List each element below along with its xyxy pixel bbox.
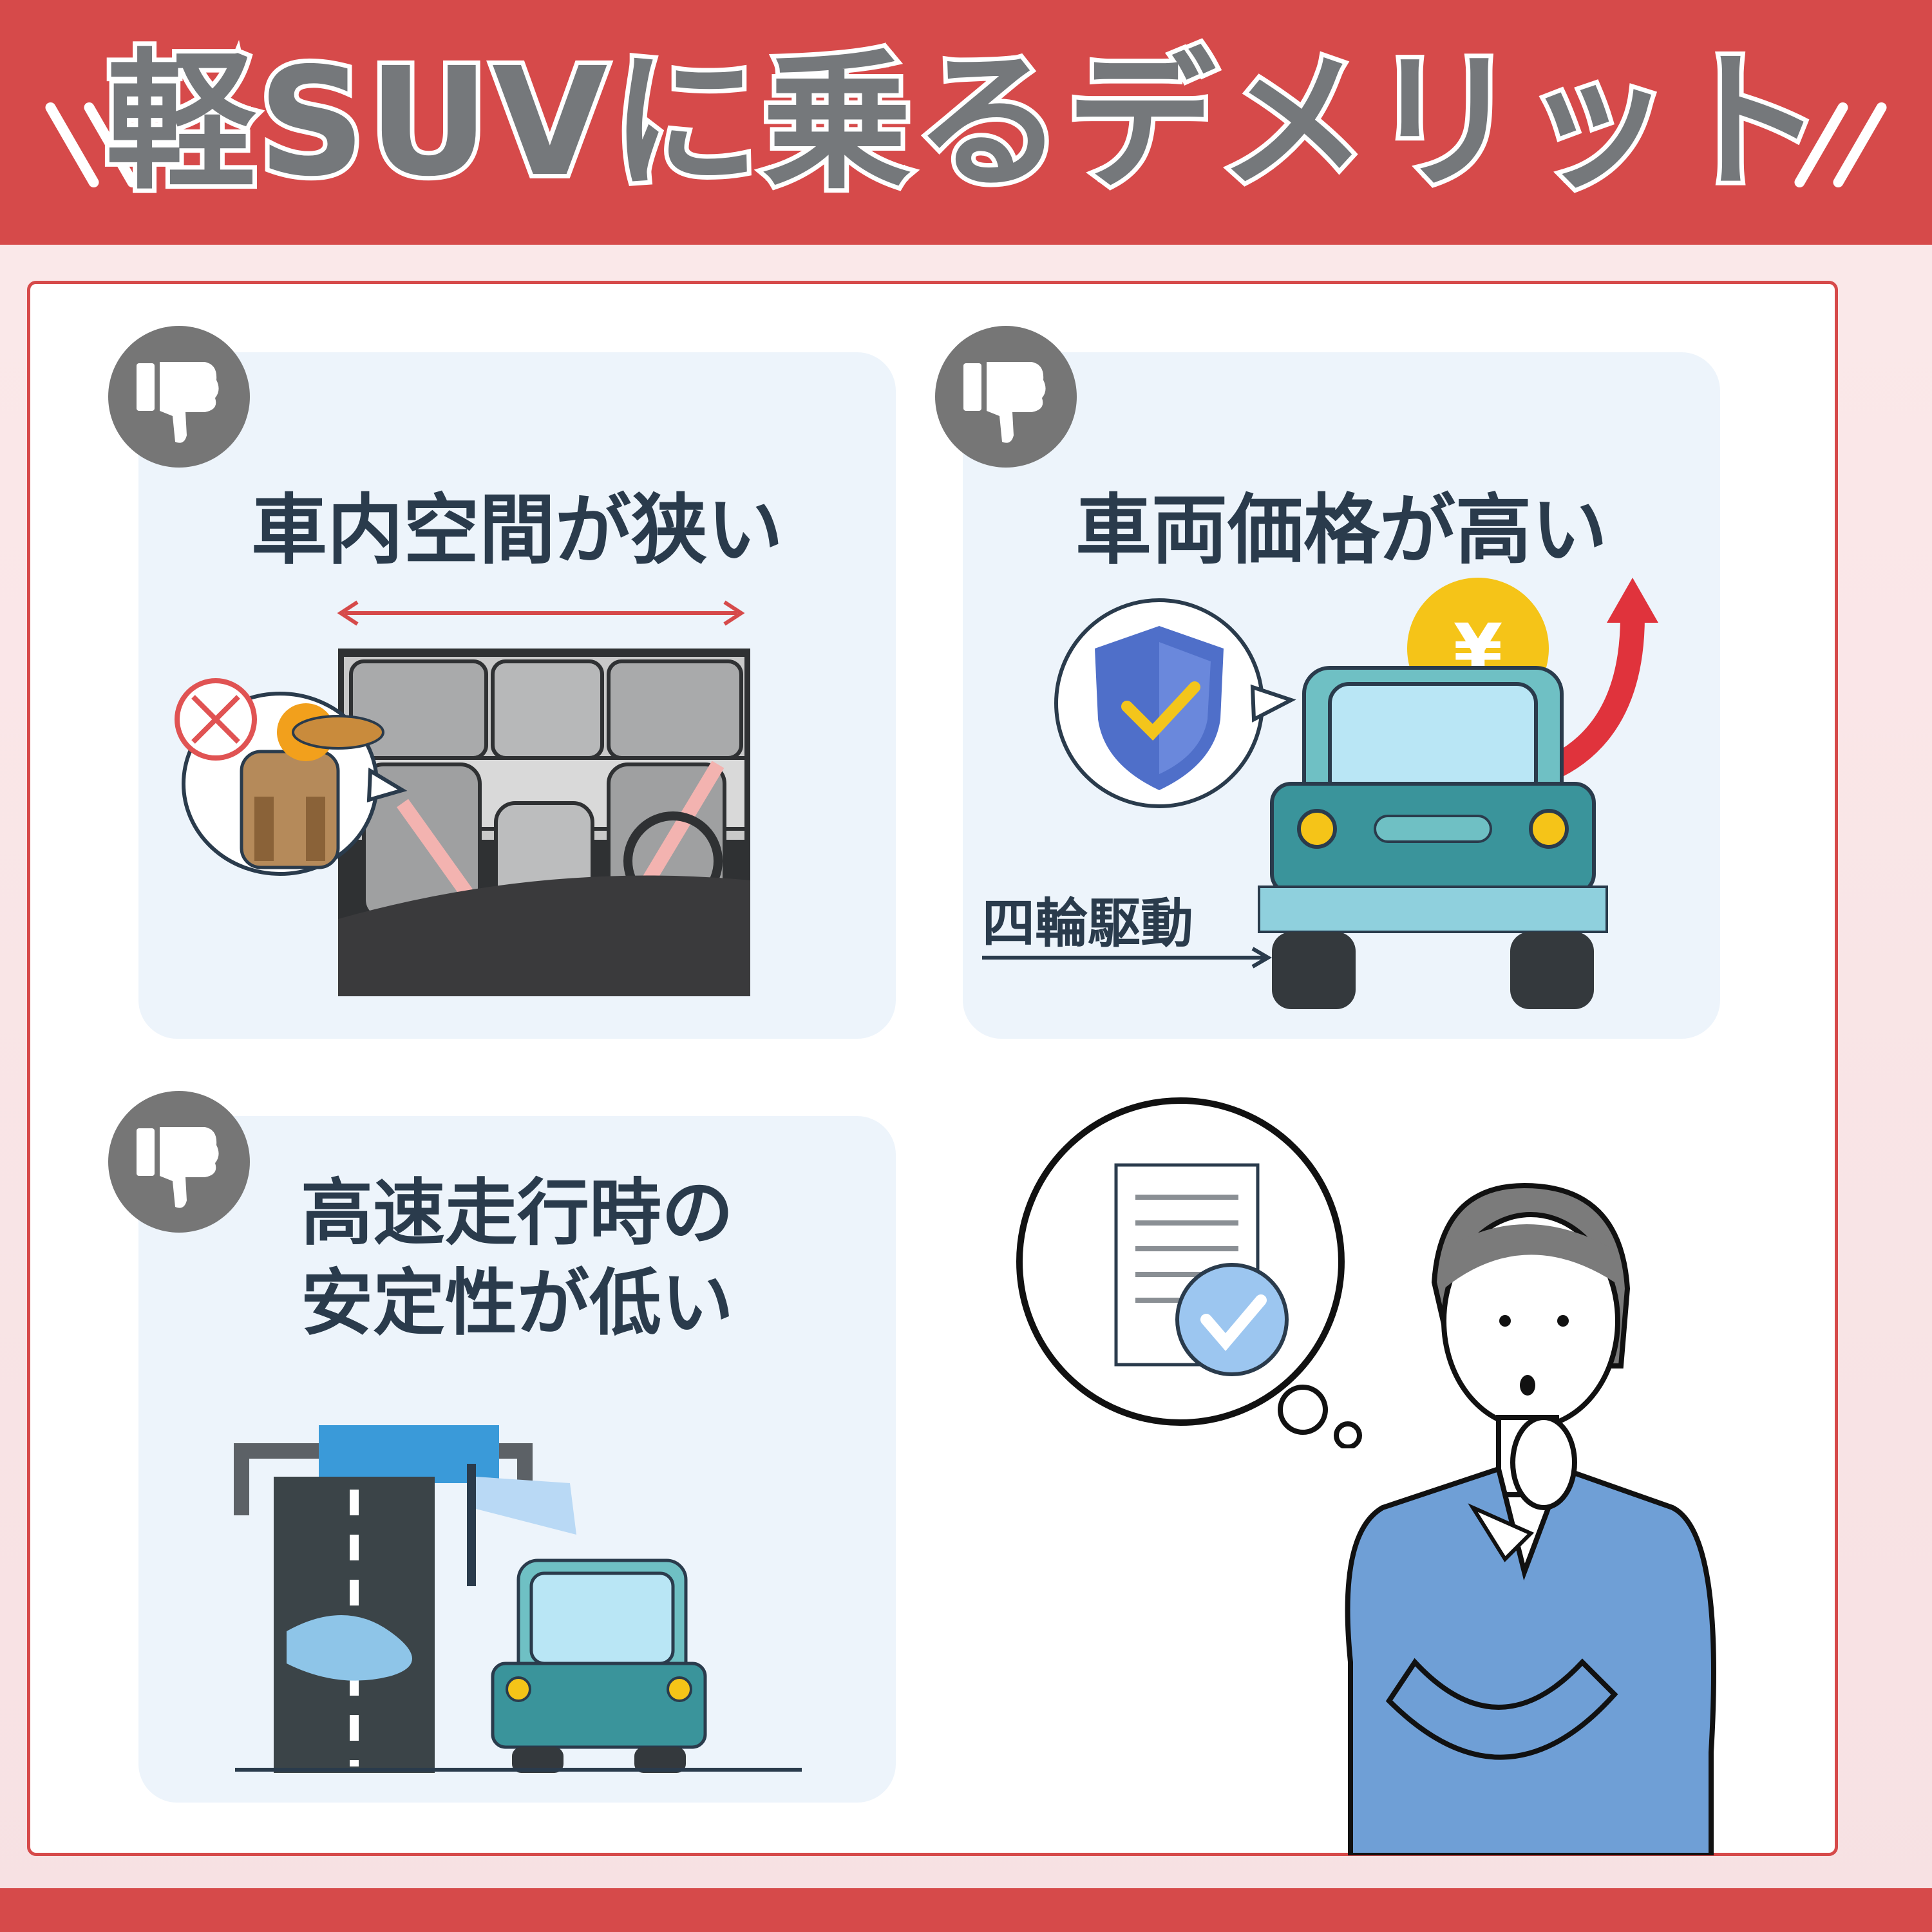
card-title-low-stability-line2: 安定性が低い (301, 1262, 734, 1345)
content-panel: 車内空間が狭い (27, 281, 1838, 1856)
thumbs-down-icon (108, 326, 250, 468)
car-interior-illustration (338, 649, 750, 996)
highway-wind-illustration (234, 1425, 802, 1773)
card-title-narrow-interior: 車内空間が狭い (251, 486, 783, 574)
tag-arrow-icon (982, 947, 1272, 969)
footer-bar (0, 1888, 1932, 1932)
jeep-price-up-illustration: ¥ (1258, 578, 1658, 1009)
backpack-bubble-icon (175, 678, 408, 876)
thinking-woman-illustration (1345, 1182, 1716, 1855)
thumbs-down-icon (108, 1091, 250, 1233)
card-title-high-price: 車両価格が高い (1075, 486, 1607, 574)
four-wheel-drive-tag: 四輪駆動 (982, 893, 1194, 954)
width-arrow-icon (337, 600, 745, 626)
thought-bubble-document-icon (1016, 1097, 1362, 1448)
card-low-stability: 高速走行時の 安定性が低い (138, 1116, 896, 1803)
shield-check-bubble-icon (1054, 598, 1296, 808)
header-banner: 軽SUVに乗るデメリット (0, 0, 1932, 245)
card-narrow-interior: 車内空間が狭い (138, 352, 896, 1039)
card-title-low-stability-line1: 高速走行時の (301, 1171, 734, 1255)
page-title: 軽SUVに乗るデメリット (101, 34, 1828, 211)
thumbs-down-icon (935, 326, 1077, 468)
card-high-price: 車両価格が高い ¥ 四輪駆動 (963, 352, 1720, 1039)
